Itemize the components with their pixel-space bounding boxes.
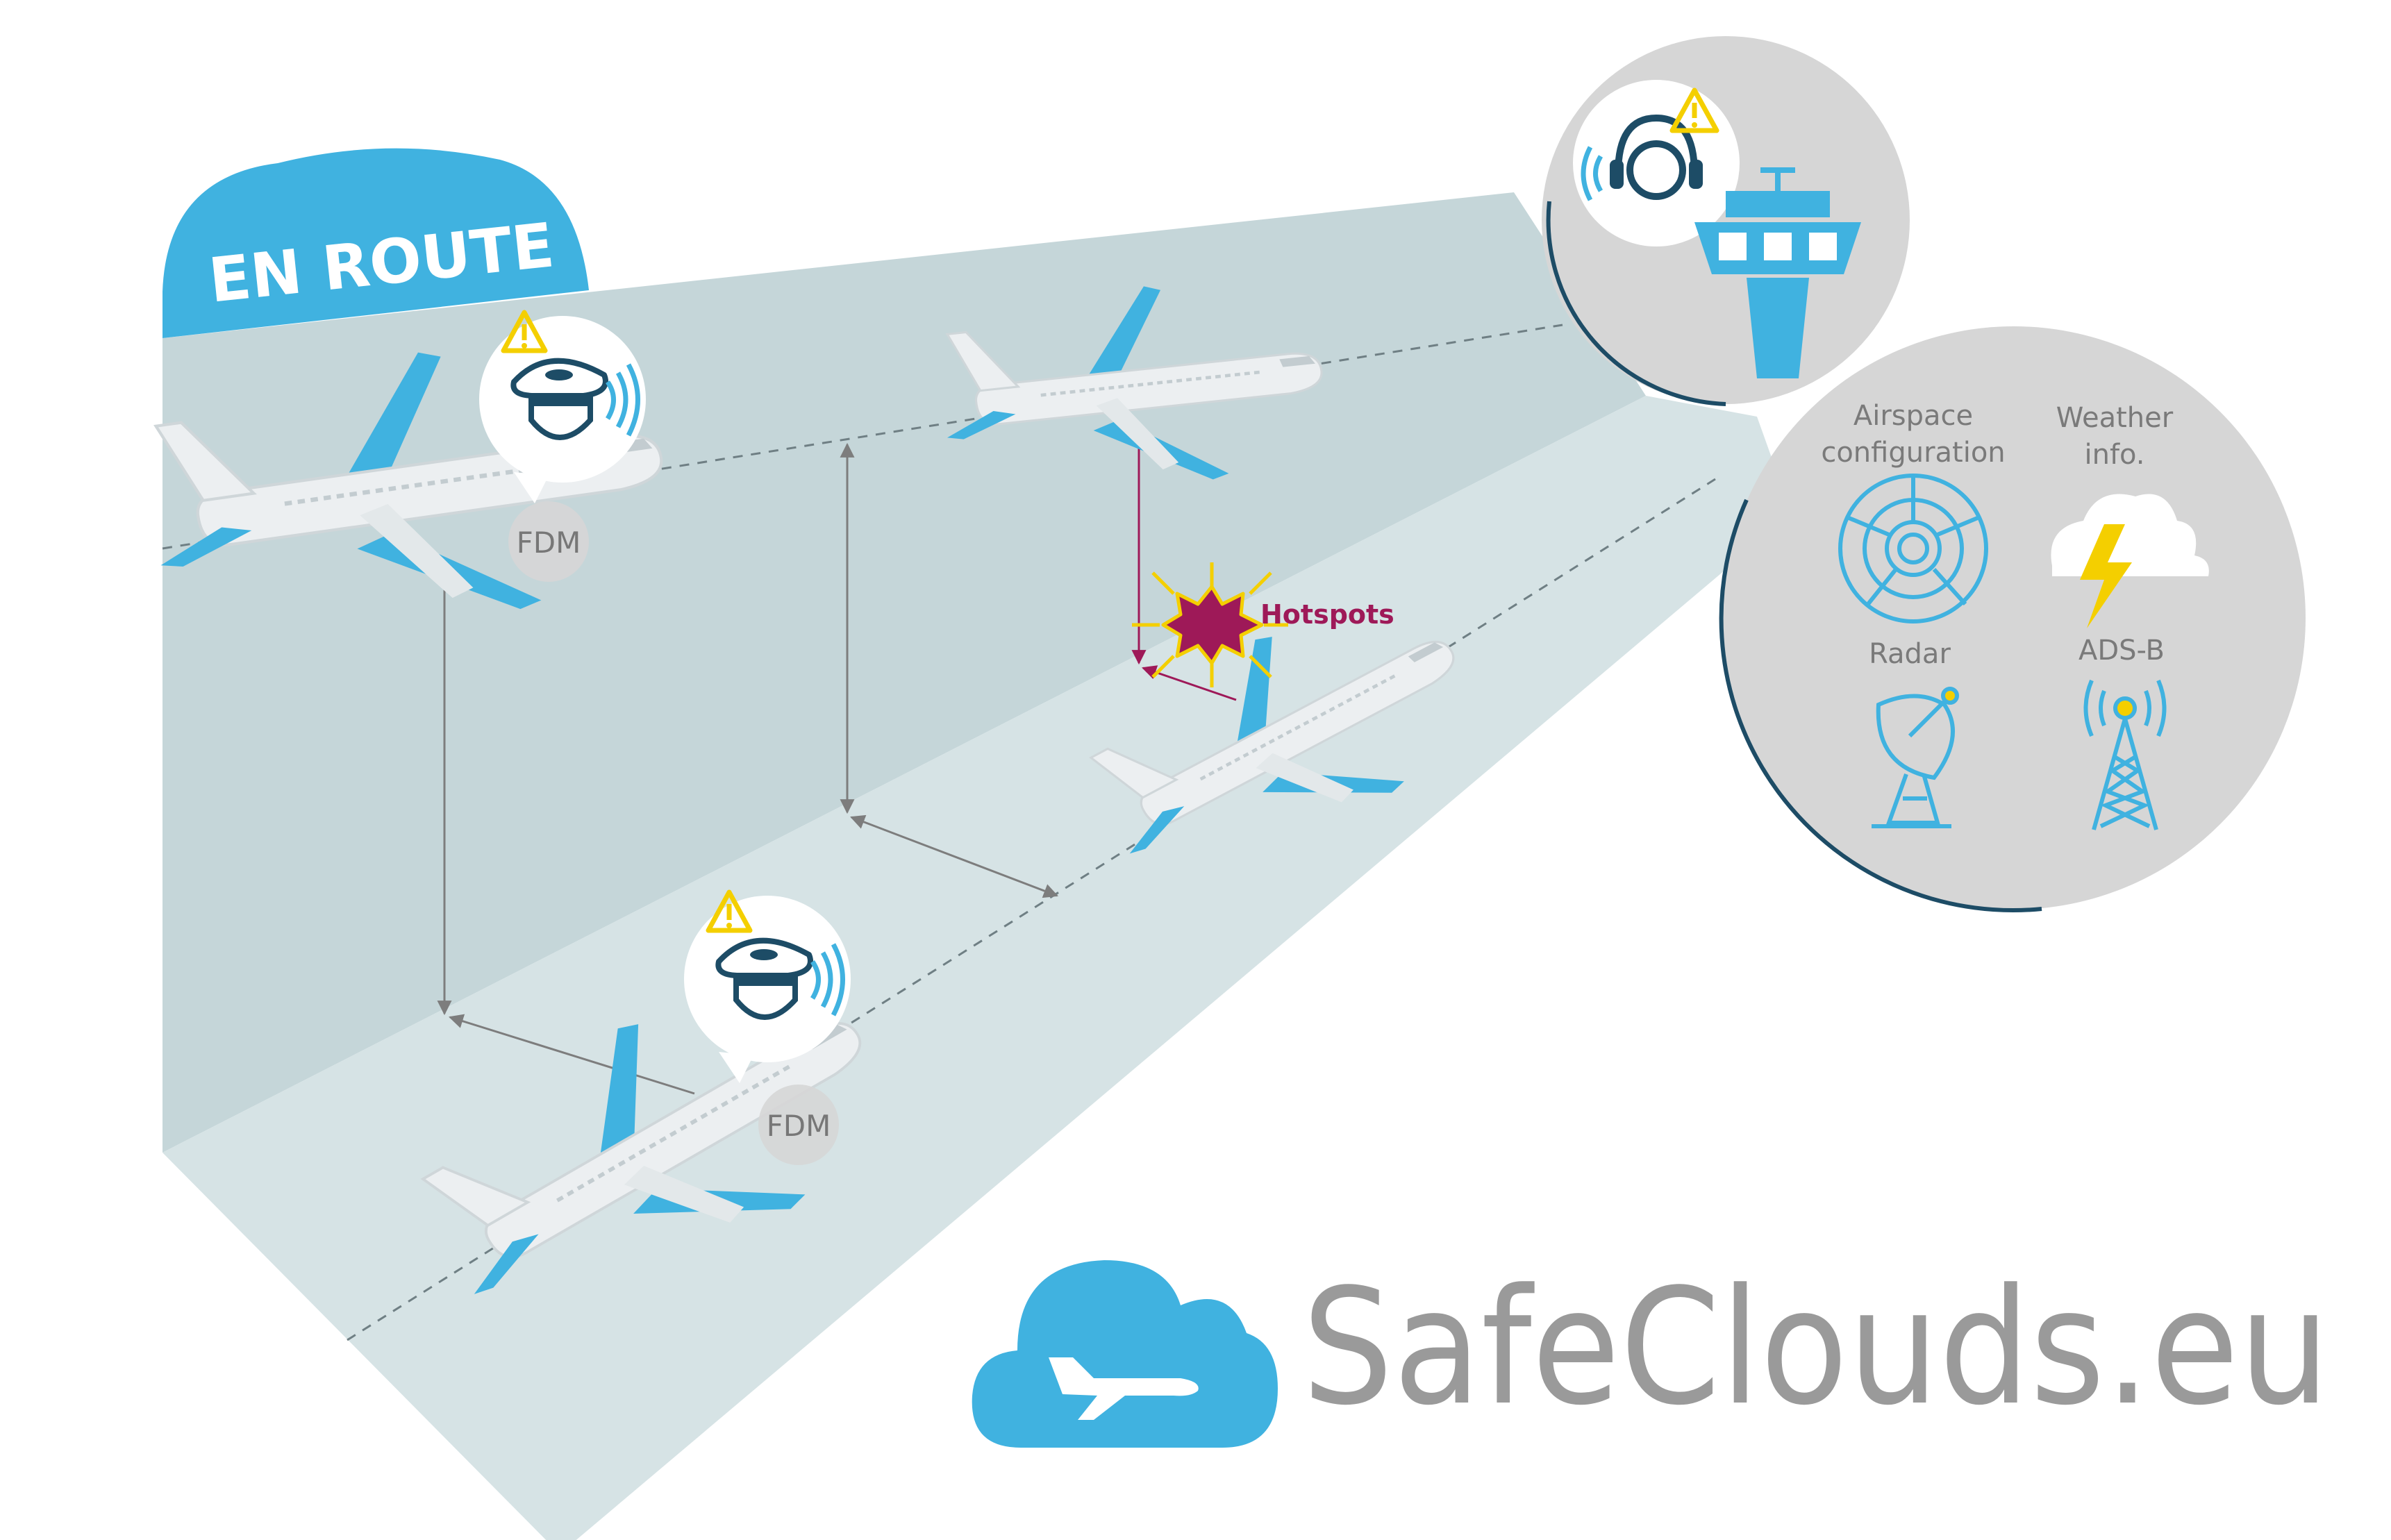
controller-headset-bubble <box>1573 80 1740 246</box>
data-sources-circle <box>1722 326 2306 910</box>
cloud-plane-logo-icon <box>972 1260 1278 1448</box>
atc-circle-rim <box>1546 201 1726 406</box>
radar-dish-icon <box>1872 687 1959 828</box>
en-route-badge <box>163 148 589 338</box>
lateral-separation-left <box>448 1014 695 1095</box>
data-sources-circle-rim <box>1719 499 2042 912</box>
hotspot-burst-icon <box>1132 562 1288 687</box>
adsb-label: ADS-B <box>2078 635 2165 667</box>
hotspots-label: Hotspots <box>1260 599 1394 630</box>
radar-label: Radar <box>1869 638 1951 670</box>
weather-storm-icon <box>2051 494 2209 628</box>
control-tower-icon <box>1694 167 1861 378</box>
fdm-label-lower: FDM <box>767 1109 831 1143</box>
fdm-label-upper: FDM <box>517 526 581 560</box>
lateral-separation-mid <box>850 814 1058 898</box>
fdm-badge-upper: FDM <box>508 501 589 582</box>
fdm-badge-lower: FDM <box>758 1085 839 1165</box>
airspace-radar-scope-icon <box>1838 474 1988 623</box>
brand-name: SafeClouds.eu <box>1302 1255 2330 1441</box>
adsb-antenna-icon <box>2083 679 2167 830</box>
airspace-floor-edge <box>163 1153 547 1540</box>
